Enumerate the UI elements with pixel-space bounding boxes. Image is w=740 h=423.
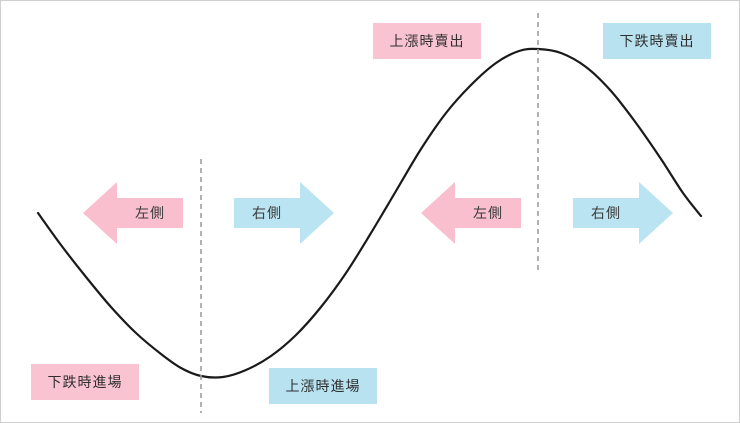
callout-enter-on-rise: 上漲時進場 bbox=[269, 368, 377, 404]
arrow-left-side-1 bbox=[83, 182, 183, 244]
callout-sell-on-fall: 下跌時賣出 bbox=[603, 23, 711, 59]
arrow-right-side-1 bbox=[234, 182, 334, 244]
arrow-left-side-2 bbox=[421, 182, 521, 244]
arrow-label-right-side-2: 右側 bbox=[591, 206, 621, 222]
callout-enter-on-fall: 下跌時進場 bbox=[31, 364, 139, 400]
divider-lines bbox=[200, 13, 539, 413]
callout-sell-on-rise: 上漲時賣出 bbox=[373, 23, 481, 59]
arrow-shape-right bbox=[234, 182, 334, 244]
arrow-label-left-side-1: 左側 bbox=[135, 206, 165, 222]
price-wave-curve bbox=[36, 47, 703, 379]
arrow-shape-right bbox=[573, 182, 673, 244]
arrow-label-left-side-2: 左側 bbox=[473, 206, 503, 222]
arrow-shape-left bbox=[83, 182, 183, 244]
arrow-shape-left bbox=[421, 182, 521, 244]
arrow-label-right-side-1: 右側 bbox=[252, 206, 282, 222]
arrow-right-side-2 bbox=[573, 182, 673, 244]
